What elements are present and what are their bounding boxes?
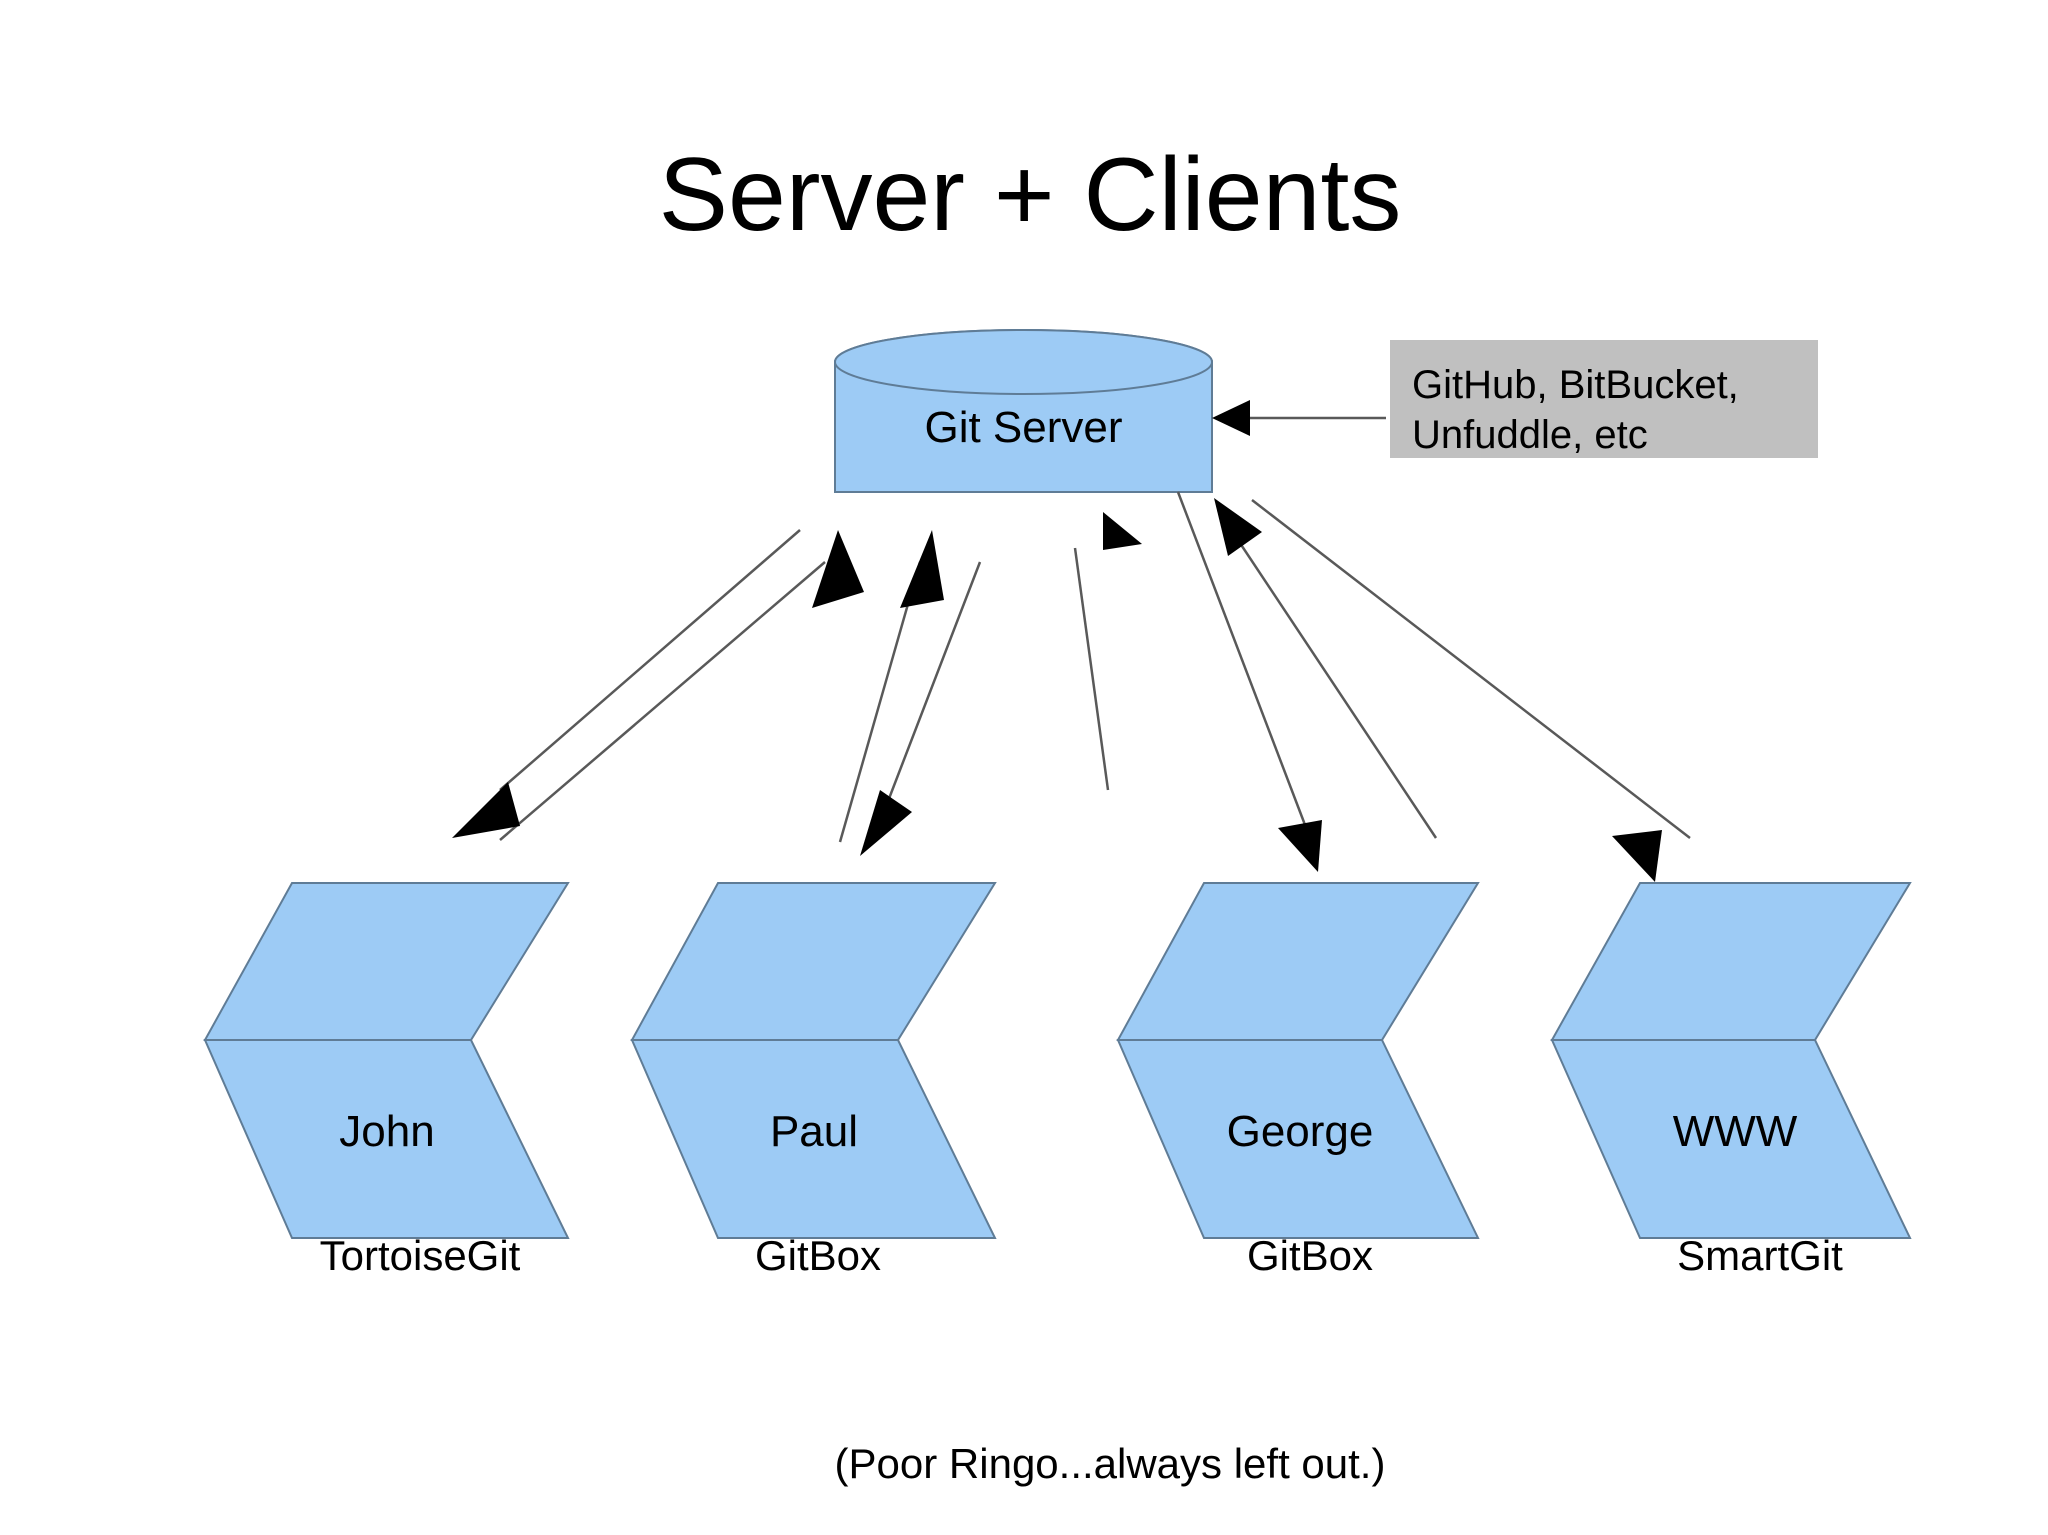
arrowhead-down-client [1278,820,1322,872]
client-tool-label: TortoiseGit [320,1232,521,1279]
git-server-label: Git Server [924,403,1122,452]
git-server-node[interactable]: Git Server [834,329,1213,493]
note-background [1390,340,1818,458]
chevron-top [630,882,997,1041]
client-node-george[interactable]: George GitBox [1116,882,1480,1279]
note-line-2: Unfuddle, etc [1412,413,1648,457]
arrowhead-up-server [812,530,864,608]
client-name-label: WWW [1673,1107,1798,1156]
chevron-top [203,882,570,1041]
arrowhead-down-client [860,790,912,856]
chevron-bottom [1550,1039,1912,1239]
arrowhead-left [1212,400,1250,436]
client-tool-label: SmartGit [1677,1232,1843,1279]
arrowhead-up-server [1103,512,1142,550]
arrowhead-up-server [1214,498,1262,556]
chevron-top [1116,882,1480,1041]
client-node-john[interactable]: John TortoiseGit [203,882,570,1279]
client-name-label: George [1227,1107,1374,1156]
chevron-bottom [1116,1039,1480,1239]
connector-paul [838,530,982,856]
note-line-1: GitHub, BitBucket, [1412,363,1739,407]
client-name-label: John [339,1107,434,1156]
client-name-label: Paul [770,1107,858,1156]
arrowhead-down-client [1612,830,1662,882]
connector-john [452,529,864,841]
client-tool-label: GitBox [1247,1232,1373,1279]
chevron-bottom [203,1039,570,1239]
chevron-bottom [630,1039,997,1239]
connector-note-to-server [1212,400,1386,436]
client-tool-label: GitBox [755,1232,881,1279]
arrowhead-down-client [452,782,520,838]
chevron-top [1550,882,1912,1041]
connector-www [1214,498,1691,882]
page-title: Server + Clients [659,137,1402,253]
client-node-www[interactable]: WWW SmartGit [1550,882,1912,1279]
cylinder-top [834,329,1213,395]
connector-george [1073,491,1322,872]
arrowhead-up-server [900,530,944,608]
hosting-providers-note: GitHub, BitBucket, Unfuddle, etc [1390,340,1818,458]
client-node-paul[interactable]: Paul GitBox [630,882,997,1279]
footnote-text: (Poor Ringo...always left out.) [835,1440,1386,1487]
